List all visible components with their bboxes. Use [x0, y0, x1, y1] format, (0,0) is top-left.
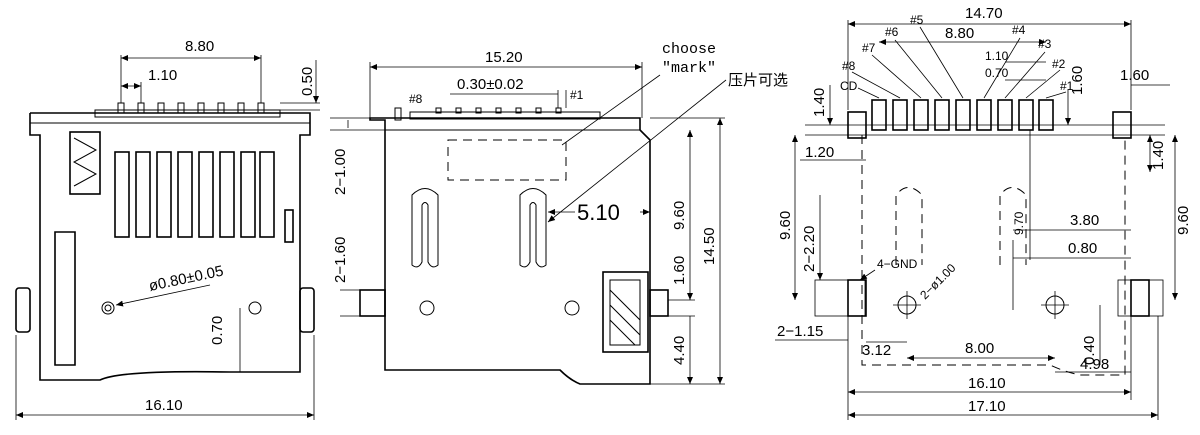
left-spring: [72, 137, 98, 187]
right-dim-pad-off: 3.12: [862, 342, 891, 359]
right-dim-left-h: 1.40: [811, 88, 828, 117]
left-hole-2: [248, 301, 262, 315]
right-dim-left-v2: 2−2.20: [801, 226, 818, 272]
right-pin-3: #3: [1038, 37, 1052, 51]
mid-note-chinese: 压片可选: [728, 72, 788, 89]
mid-spring-left: [411, 188, 439, 268]
mid-note-mark: "mark": [662, 60, 716, 77]
mid-mark-area: [447, 139, 567, 181]
left-contact-slots: [114, 151, 275, 238]
right-dim-left-v: 9.60: [777, 211, 794, 240]
left-dim-height-top: 0.50: [299, 67, 316, 96]
left-pad-right: [299, 287, 315, 333]
left-dim-top-width: 8.80: [185, 38, 214, 55]
left-dim-offset: 0.70: [209, 316, 226, 345]
right-pad-top-left: [847, 111, 867, 139]
left-hole-1: [101, 301, 115, 315]
right-dim-right-v: 9.60: [1175, 206, 1192, 235]
mid-dim-h1: 9.60: [671, 201, 688, 230]
right-pin-1: #1: [1060, 79, 1074, 93]
right-view: 14.70 8.80 1.10 0.70 #5 #6 #7 #8 CD #4 #…: [775, 5, 1192, 420]
left-view: 8.80 1.10 0.50 ø0.80±0.05 0.70 16.10: [15, 38, 320, 420]
left-dim-pitch: 1.10: [148, 67, 177, 84]
right-pin-2: #2: [1052, 57, 1066, 71]
right-dim-right-a: 3.80: [1070, 212, 1099, 229]
mid-dim-h2: 14.50: [701, 227, 718, 265]
right-dim-outer-width: 17.10: [968, 398, 1006, 415]
right-pin-pads: [871, 99, 1054, 131]
right-dim-right-b: 0.80: [1068, 240, 1097, 257]
left-side-tab: [284, 209, 294, 243]
mid-note-choose: choose: [662, 41, 716, 58]
right-dim-hole-span: 8.00: [965, 340, 994, 357]
right-dim-right-small: 1.60: [1069, 66, 1086, 95]
right-pin-6: #6: [885, 25, 899, 39]
mid-pin-dots: [435, 107, 562, 114]
left-latch: [54, 231, 76, 366]
left-pin-strip: [94, 109, 281, 118]
left-switch-block: [69, 131, 101, 195]
mid-dim-h3: 1.60: [671, 256, 688, 285]
mid-pin-strip: [409, 111, 601, 120]
right-dim-left-w: 1.20: [805, 144, 834, 161]
mid-pad-left: [359, 289, 386, 317]
left-body-outline: [29, 112, 311, 381]
right-pad-bottom-right: [1130, 279, 1150, 317]
right-pin-cd: CD: [840, 79, 858, 93]
mid-dim-left-b: 2−1.60: [332, 237, 349, 283]
right-dim-span: 8.80: [945, 25, 974, 42]
right-pin-4: #4: [1012, 23, 1026, 37]
right-dim-pitch2: 0.70: [985, 66, 1009, 80]
middle-view: 15.20 0.30±0.02 #1 #8 choose "mark" 压片可选…: [330, 41, 788, 385]
mid-pad-right: [649, 289, 669, 317]
right-dim-overall-width: 14.70: [965, 5, 1003, 22]
right-pad-bottom-left: [847, 279, 867, 317]
mid-pin-first: #1: [570, 88, 584, 102]
mid-hole-1: [419, 300, 435, 316]
mid-latch-block: [602, 271, 649, 353]
right-dim-right-h: 1.40: [1150, 141, 1167, 170]
right-dim-holes: 2−ø1.00: [917, 261, 959, 303]
right-dim-right-top: 1.60: [1120, 67, 1149, 84]
right-dim-right-off: 4.98: [1080, 356, 1109, 373]
right-dim-small-v: 0.40: [1081, 336, 1098, 365]
left-pad-left: [15, 287, 31, 333]
mid-dim-overall-width: 15.20: [485, 49, 523, 66]
mid-dim-h4: 4.40: [671, 336, 688, 365]
mid-latch-hatch: [609, 279, 641, 346]
right-dim-pad: 2−1.15: [777, 323, 823, 340]
mid-hole-2: [564, 300, 580, 316]
right-dim-inner-width: 16.10: [968, 375, 1006, 392]
left-dim-overall-width: 16.10: [145, 397, 183, 414]
right-dim-center-v: 9.70: [1012, 211, 1026, 235]
right-dim-pitch: 1.10: [985, 49, 1009, 63]
right-dim-gnd: 4−GND: [877, 257, 918, 271]
left-pin-stubs: [117, 102, 265, 114]
mid-dim-tolerance: 0.30±0.02: [457, 76, 524, 93]
mid-body-outline: [369, 117, 651, 385]
mid-dim-mark-dist: 5.10: [577, 200, 620, 225]
right-pin-8: #8: [842, 59, 856, 73]
right-pin-7: #7: [862, 41, 876, 55]
mid-pin-last: #8: [409, 92, 423, 106]
mid-spring-right: [519, 188, 547, 268]
right-pad-top-right: [1112, 111, 1132, 139]
mid-dim-left-a: 2−1.00: [332, 149, 349, 195]
right-spring-left: [895, 187, 923, 265]
right-pin-5: #5: [910, 13, 924, 27]
